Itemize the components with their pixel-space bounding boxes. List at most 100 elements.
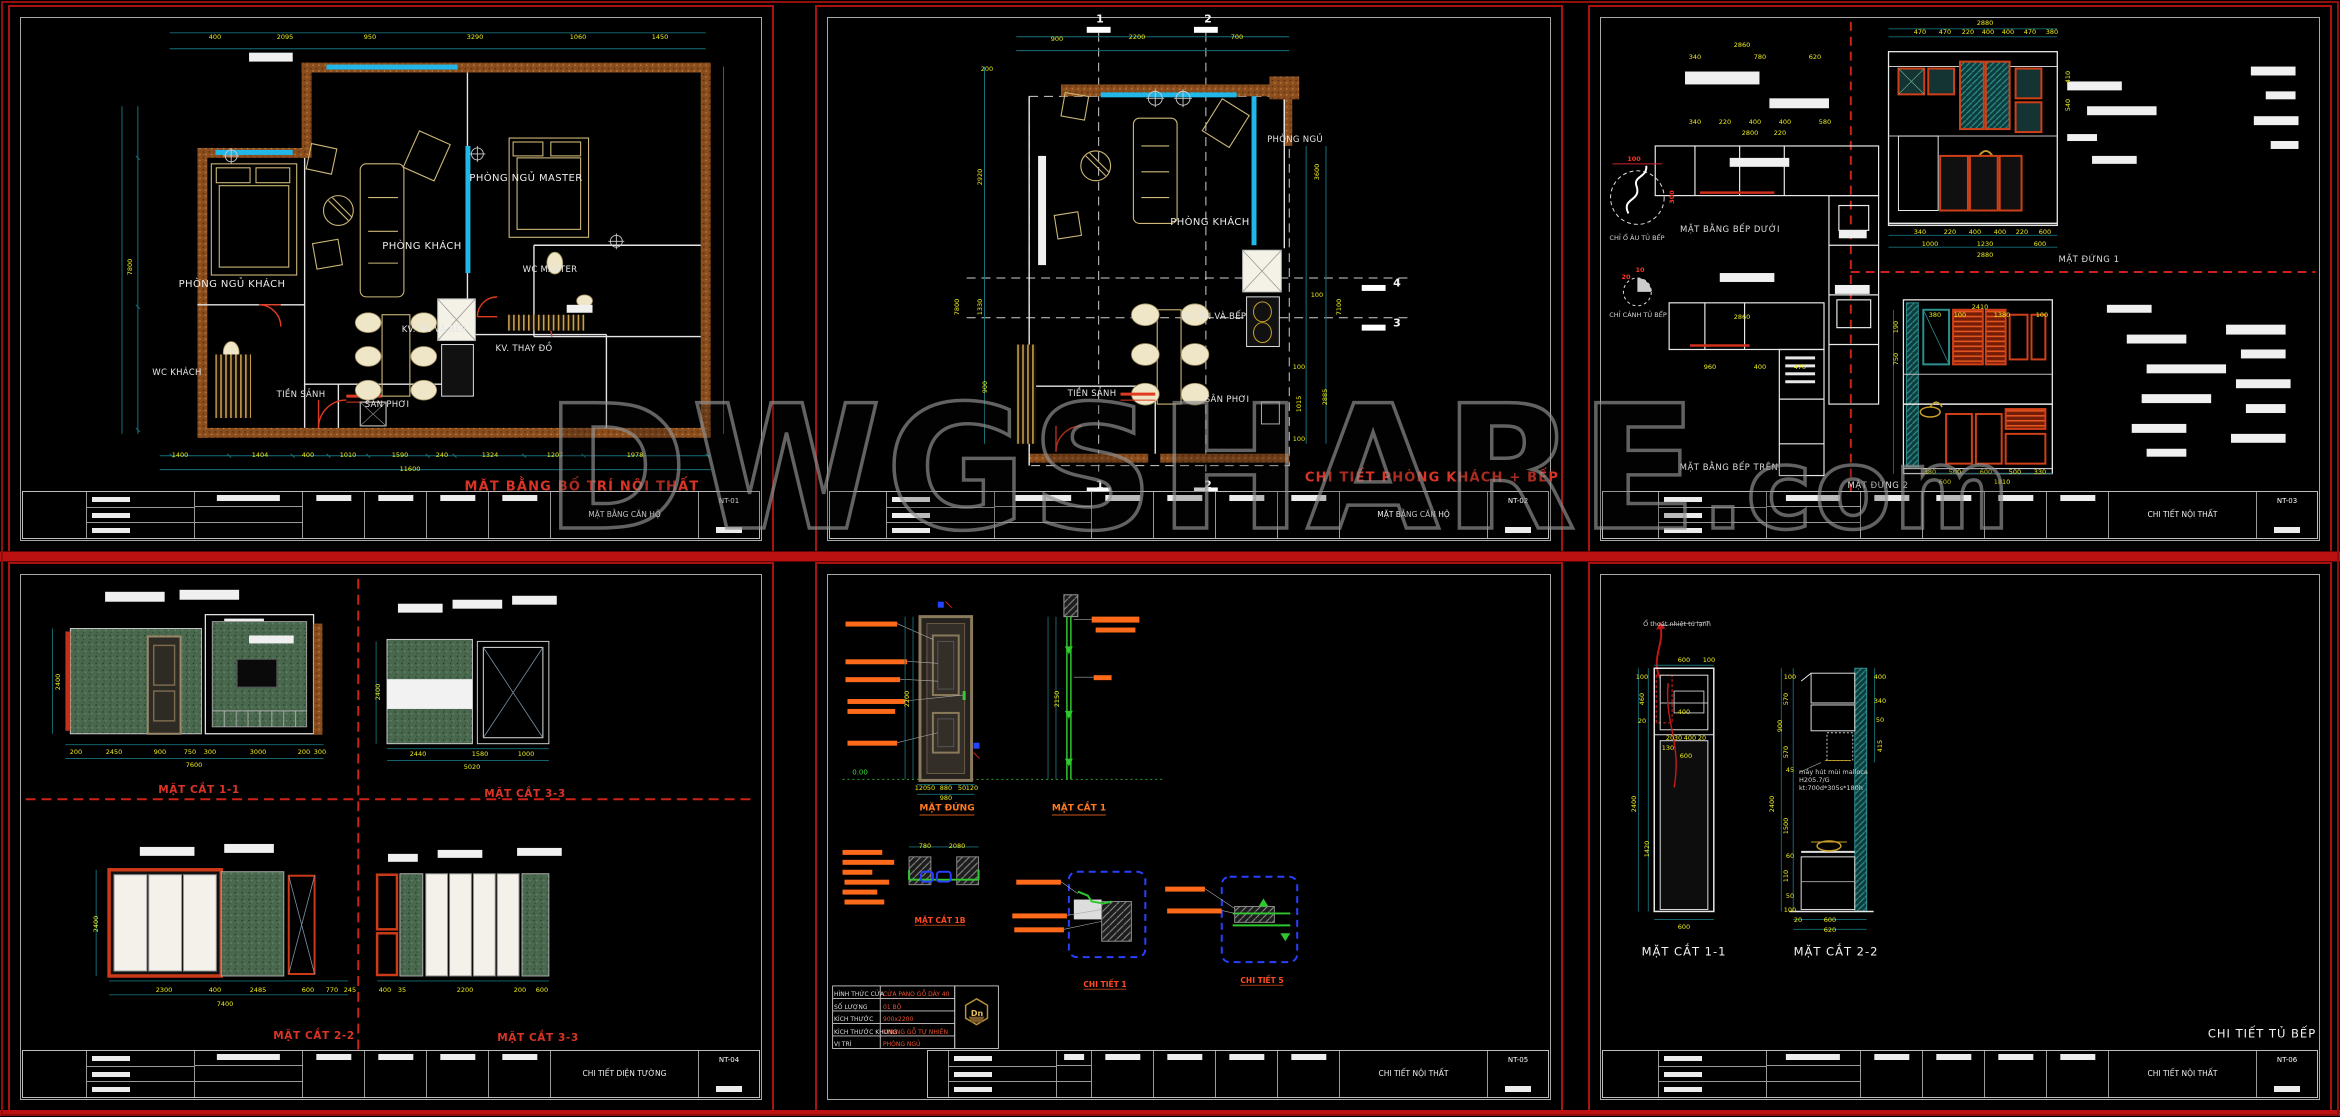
drawing-annotation: 100 [2035, 310, 2049, 319]
drawing-annotation: 2095 [276, 32, 294, 41]
drawing-annotation: 1000 [517, 749, 535, 758]
drawing-annotation: SỐ LƯỢNG [834, 1004, 868, 1011]
sheet-code: NT-04 [699, 1051, 759, 1097]
drawing-annotation: CHI TIẾT PHÒNG KHÁCH + BẾP [1304, 470, 1560, 486]
door-detail-drawing [832, 594, 1299, 1049]
section-drawing [25, 578, 751, 1051]
drawing-annotation: 220 [1718, 117, 1732, 126]
drawing-annotation: 600 [1679, 751, 1693, 760]
drawing-annotation: KÍCH THƯỚC KHUNG [834, 1029, 898, 1036]
drawing-annotation: 340 [1688, 117, 1702, 126]
drawing-annotation: 4 [1393, 276, 1401, 290]
drawing-annotation: 400 [208, 32, 222, 41]
drawing-annotation: 20 [1665, 733, 1675, 742]
drawing-annotation: 7800 [125, 258, 134, 276]
drawing-annotation: 900x2200 [883, 1016, 914, 1023]
drawing-annotation: 600 [1677, 922, 1691, 931]
drawing-annotation: 220 [1961, 27, 1975, 36]
title-block: CHI TIẾT NỘI THẤT NT-05 [927, 1050, 1549, 1098]
drawing-annotation: MẶT CẮT 3-3 [497, 1031, 579, 1044]
drawing-annotation: 100 [1953, 310, 1967, 319]
drawing-annotation: 470 [1938, 27, 1952, 36]
drawing-annotation: 950 [363, 32, 377, 41]
cabinet-drawing [1610, 21, 2316, 496]
drawing-annotation: TIỀN SẢNH [1067, 388, 1117, 399]
drawing-annotation: 2400 [1629, 795, 1638, 813]
drawing-annotation: 20 [1637, 716, 1647, 725]
drawing-annotation: WC KHÁCH [152, 367, 202, 378]
drawing-annotation: 2800 [1741, 128, 1759, 137]
drawing-annotation: 1500 [1781, 817, 1790, 835]
drawing-annotation: MẶT CẮT 1-1 [1641, 944, 1727, 959]
drawing-annotation: 400 [1677, 707, 1691, 716]
drawing-annotation: 2920 [975, 168, 984, 186]
drawing-annotation: 2880 [1976, 18, 1994, 27]
drawing-annotation: MẶT ĐỨNG 1 [2058, 254, 2120, 265]
drawing-annotation: H205.7/G [1799, 775, 1830, 784]
title-block: MẶT BẰNG CĂN HỘ NT-01 [22, 491, 760, 539]
floor-plan-drawing [121, 32, 725, 471]
drawing-annotation: 1420 [1642, 840, 1651, 858]
drawing-annotation: 10 [1635, 265, 1645, 274]
drawing-annotation: MẶT CẮT 1 [1051, 803, 1107, 816]
drawing-annotation: 540 [2063, 98, 2072, 112]
drawing-annotation: 2400 [91, 915, 100, 933]
drawing-annotation: 100 [1310, 290, 1324, 299]
drawing-annotation: 1400 [171, 450, 189, 459]
drawing-annotation: Ổ thoát nhiệt tủ lạnh [1643, 619, 1711, 628]
drawing-annotation: MẶT BẰNG BẾP TRÊN [1679, 462, 1779, 473]
drawing-annotation: 1450 [651, 32, 669, 41]
sheet-code: NT-01 [699, 492, 759, 538]
drawing-annotation: 470 [1913, 27, 1927, 36]
drawing-annotation: 45 [1785, 765, 1795, 774]
drawing-annotation: 240 [435, 450, 449, 459]
drawing-annotation: 780 [1753, 52, 1767, 61]
drawing-annotation: PHÒNG NGỦ MASTER [469, 173, 583, 184]
drawing-annotation: 600 [1979, 467, 1993, 476]
drawing-annotation: MẶT CẮT 1B [914, 915, 966, 926]
drawing-annotation: 780 [918, 841, 932, 850]
drawing-annotation: 3600 [1312, 163, 1321, 181]
drawing-annotation: 200 [69, 747, 83, 756]
drawing-annotation: 50 [1785, 891, 1795, 900]
drawing-annotation: 2450 [105, 747, 123, 756]
drawing-annotation: 100 [1783, 905, 1797, 914]
sheet-block-title: MẶT BẰNG CĂN HỘ [551, 492, 699, 538]
drawing-annotation: 1 [1096, 12, 1104, 26]
drawing-annotation: 620 [1808, 52, 1822, 61]
drawing-annotation: 100 [1292, 434, 1306, 443]
drawing-annotation: 2300 [155, 985, 173, 994]
drawing-annotation: 2410 [1971, 302, 1989, 311]
drawing-annotation: 980 [939, 793, 953, 802]
drawing-annotation: 460 [1637, 692, 1646, 706]
drawing-annotation: MẶT CẮT 2-2 [273, 1029, 355, 1042]
drawing-annotation: MẶT BẰNG BỐ TRÍ NỘI THẤT [464, 479, 700, 495]
drawing-annotation: KV. ĂN VÀ BẾP [401, 324, 467, 335]
drawing-annotation: 120 [965, 783, 979, 792]
drawing-annotation: 200 [513, 985, 527, 994]
drawing-annotation: 570 [1781, 692, 1790, 706]
drawing-annotation: 400 [1873, 672, 1887, 681]
drawing-annotation: 7400 [216, 999, 234, 1008]
drawing-annotation: 300 [1667, 190, 1676, 204]
drawing-annotation: 410 [2063, 70, 2072, 84]
drawing-annotation: MẶT CẮT 3-3 [484, 787, 566, 800]
drawing-annotation: 35 [397, 985, 407, 994]
drawing-annotation: 30 [1673, 733, 1683, 742]
title-block-cell [23, 492, 87, 538]
drawing-annotation: 700 [1230, 32, 1244, 41]
drawing-annotation: 100 [1635, 672, 1649, 681]
sheet-block-title: CHI TIẾT NỘI THẤT [2109, 1051, 2257, 1097]
drawing-annotation: 220 [2015, 227, 2029, 236]
drawing-annotation: 1590 [391, 450, 409, 459]
drawing-annotation: 7600 [185, 760, 203, 769]
drawing-annotation: MẶT BẰNG BẾP DƯỚI [1680, 224, 1780, 235]
sheet-block-title: MẶT BẰNG CĂN HỘ [1340, 492, 1488, 538]
drawing-annotation: 2400 [1767, 795, 1776, 813]
drawing-annotation: MẶT ĐỨNG 2 [1847, 480, 1909, 491]
